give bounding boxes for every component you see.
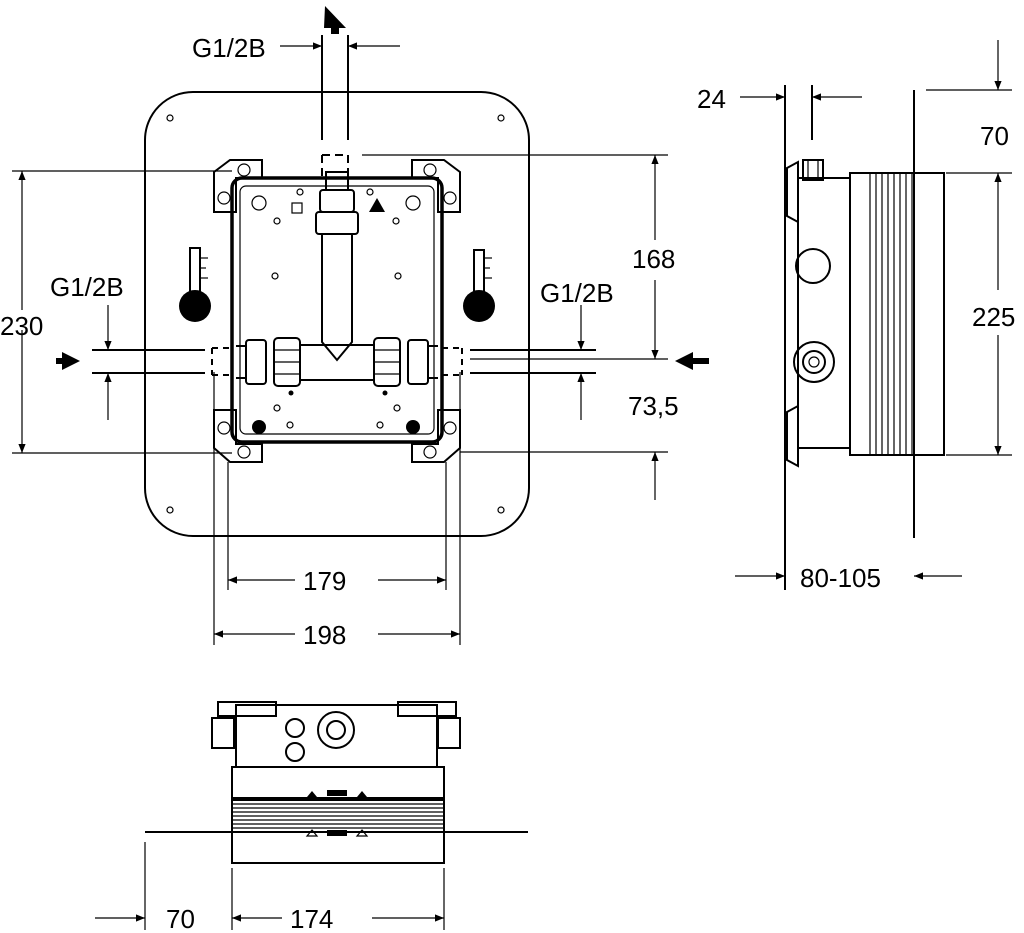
bottom-view: 70 174: [95, 701, 528, 933]
box-screws: [251, 188, 421, 434]
label-198: 198: [303, 620, 346, 650]
cover-sleeve: [849, 172, 945, 456]
label-73-5: 73,5: [628, 391, 679, 421]
cold-warm-symbols: [291, 198, 385, 214]
internal-piping: [236, 171, 438, 396]
label-g12b-top: G1/2B: [192, 33, 266, 63]
side-inlets: [56, 305, 709, 420]
sleeve-ribs: [869, 173, 913, 455]
port-circle: [795, 248, 831, 284]
label-179: 179: [303, 566, 346, 596]
label-70-bottom: 70: [166, 904, 195, 933]
dimension-230: [12, 170, 232, 454]
thermometer-hot-icon: [463, 249, 495, 322]
box-body-bottom: [235, 704, 438, 768]
label-168: 168: [632, 244, 675, 274]
front-view: G1/2B G1/2B G1/2B 230 168 73,5 179 198: [0, 6, 709, 650]
label-g12b-right: G1/2B: [540, 278, 614, 308]
dimension-70-225: [926, 40, 1012, 456]
housing-box-inner: [239, 185, 435, 435]
label-225: 225: [972, 302, 1015, 332]
cover-sleeve-bottom: [231, 766, 445, 864]
top-outlet: [280, 6, 400, 177]
dimension-179-198: [213, 372, 461, 645]
dimension-168: [362, 154, 668, 500]
label-174: 174: [290, 904, 333, 933]
label-g12b-left: G1/2B: [50, 272, 124, 302]
side-view: 24 70 225 80-105: [697, 40, 1015, 593]
corner-brackets: [213, 159, 461, 463]
label-24: 24: [697, 84, 726, 114]
bottom-sleeve-ribs: [232, 803, 444, 829]
label-80-105: 80-105: [800, 563, 881, 593]
label-70-side: 70: [980, 121, 1009, 151]
label-230: 230: [0, 311, 43, 341]
mounting-plate-outline: [144, 91, 530, 537]
housing-box-outer: [230, 176, 444, 444]
valve-circle: [793, 341, 835, 383]
thermometer-cold-icon: [179, 247, 211, 322]
plate-screw-holes: [166, 114, 505, 514]
